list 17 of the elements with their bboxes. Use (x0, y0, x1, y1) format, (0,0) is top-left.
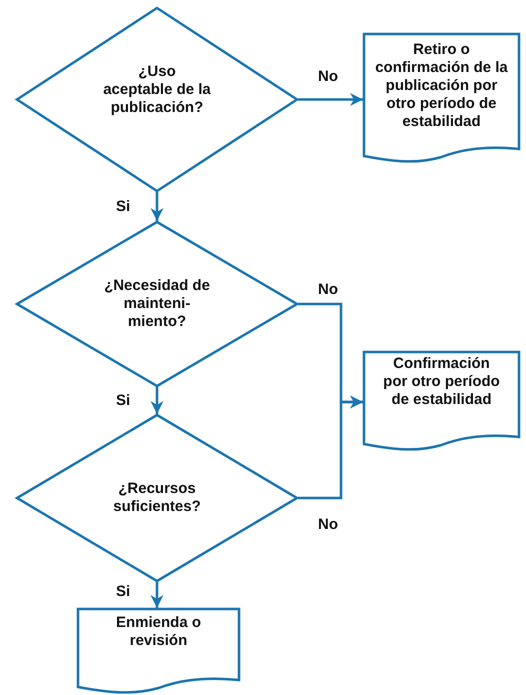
node-text: ¿Recursos suficientes? (112, 480, 202, 516)
node-text: Confirmación por otro período de estabilidad (383, 355, 500, 409)
arrow (298, 396, 363, 500)
node-text: Retiro o confirmación de la publicación por otro período de estabilidad (375, 41, 508, 131)
arrow (298, 93, 363, 106)
node-text: Enmienda o revisión (114, 614, 202, 650)
decision-diamond (16, 7, 298, 192)
arrow (150, 192, 164, 221)
node-text: ¿Uso aceptable de la publicación? (102, 63, 212, 117)
document-shape (363, 351, 520, 451)
document-shape (363, 33, 520, 163)
arrow (150, 582, 164, 608)
arrow (150, 387, 164, 414)
node-text: ¿Necesidad de mainteni- miento? (104, 277, 210, 331)
decision-diamond (16, 221, 298, 387)
decision-diamond (16, 414, 298, 582)
document-shape (77, 608, 240, 694)
